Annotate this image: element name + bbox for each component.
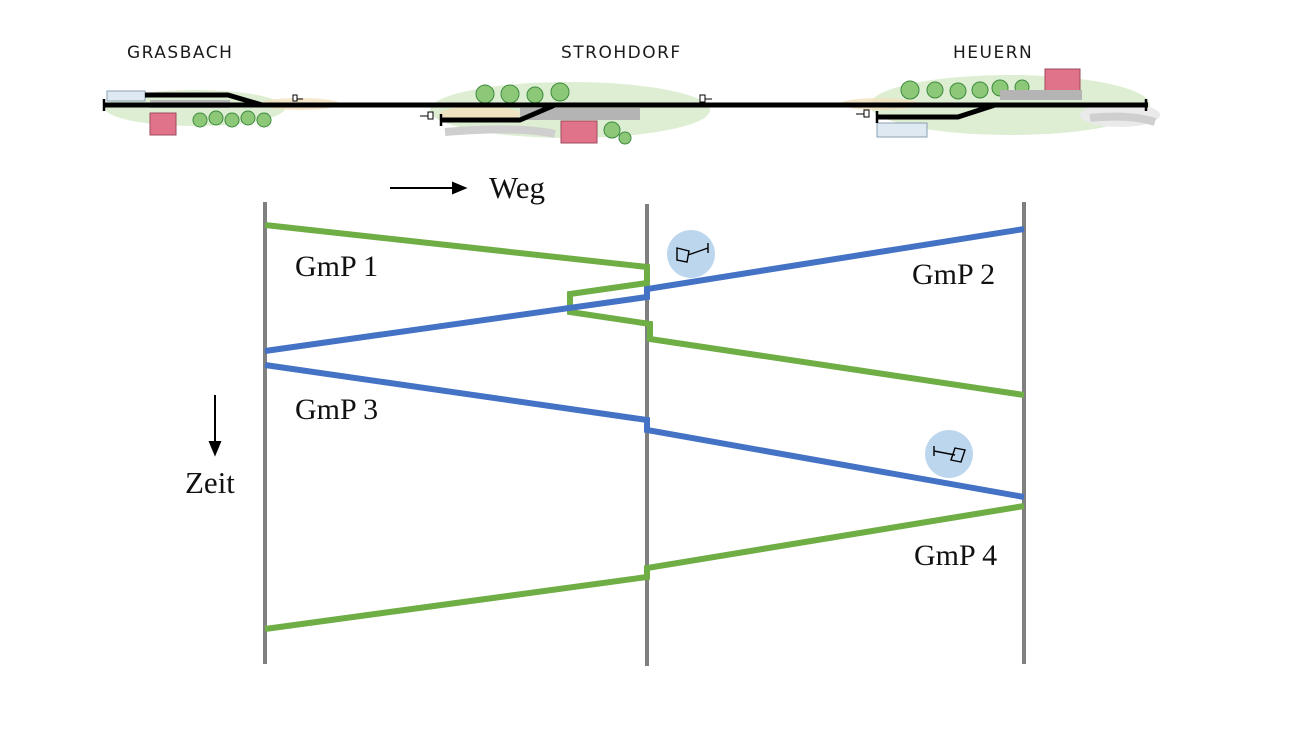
- trees: [192, 79, 1030, 145]
- signal-icon: [676, 243, 709, 263]
- signal-icon: [933, 446, 966, 463]
- signal-icon: [856, 109, 870, 118]
- buildings: [106, 68, 1157, 144]
- shed-heuern: [876, 122, 928, 138]
- siding-grasbach: [145, 92, 263, 108]
- train-label-gmp2: GmP 2: [912, 258, 996, 291]
- train-path-gmp1: [264, 222, 1025, 398]
- building-grasbach: [149, 112, 177, 136]
- road-heuern: [1089, 112, 1157, 126]
- train-path-gmp4: [264, 503, 1025, 632]
- siding-heuern: [876, 102, 996, 120]
- train-label-gmp4: GmP 4: [914, 539, 998, 572]
- signal-marker-strohdorf: [667, 230, 715, 278]
- platform-strohdorf: [520, 108, 640, 120]
- station-label-strohdorf: STROHDORF: [561, 43, 682, 63]
- train-path-gmp3: [264, 362, 1025, 500]
- platform-heuern: [1000, 90, 1082, 100]
- wagon-grasbach: [106, 90, 146, 102]
- road-strohdorf: [444, 125, 556, 138]
- track-plan: [102, 68, 1160, 145]
- buffer-stops: [102, 99, 1148, 126]
- signal-icon: [420, 111, 434, 120]
- train-label-gmp1: GmP 1: [295, 250, 379, 283]
- tracks: [103, 92, 1148, 123]
- station-label-heuern: HEUERN: [953, 43, 1034, 63]
- track-signals: [292, 94, 870, 120]
- train-label-gmp3: GmP 3: [295, 393, 379, 426]
- time-axis-label: Zeit: [185, 465, 235, 500]
- signal-icon: [292, 94, 303, 102]
- station-building-strohdorf: [560, 120, 598, 144]
- train-path-gmp2: [264, 226, 1025, 354]
- station-building-heuern: [1044, 68, 1081, 92]
- station-label-grasbach: GRASBACH: [127, 43, 234, 63]
- signal-marker-heuern: [925, 430, 973, 478]
- axis-arrows: [208, 181, 468, 457]
- siding-strohdorf: [440, 102, 556, 123]
- signal-icon: [699, 94, 712, 103]
- distance-axis-label: Weg: [489, 170, 546, 205]
